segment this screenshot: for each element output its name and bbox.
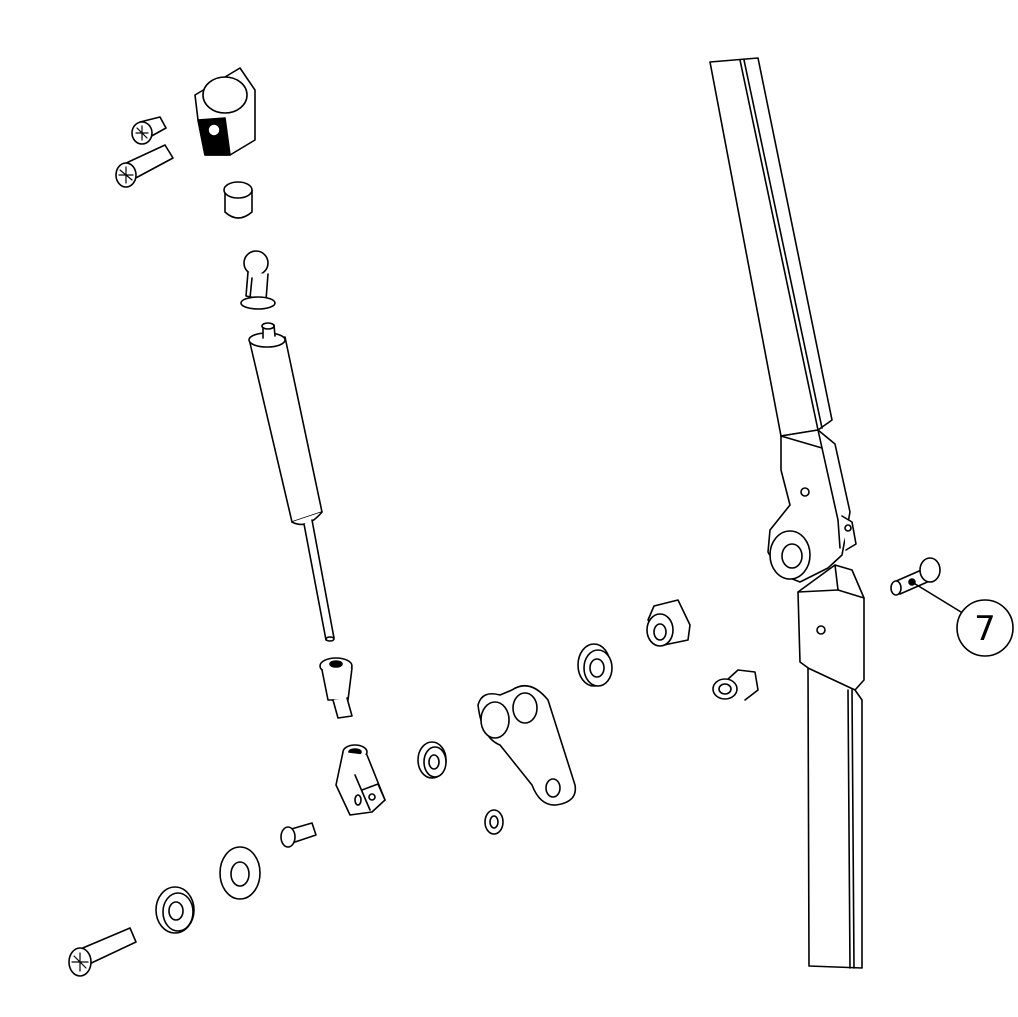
shoulder-bolt	[320, 658, 352, 718]
screw-long	[116, 145, 173, 187]
callout-circle	[957, 600, 1013, 656]
washer-large	[220, 847, 260, 899]
ball-stud	[241, 251, 275, 309]
gas-spring-mount-block	[195, 68, 255, 155]
screw-bottom	[69, 928, 136, 976]
callout-label: 7	[974, 609, 996, 649]
flanged-bushing-mid	[578, 644, 612, 686]
hinge-knuckle-upper	[768, 430, 856, 582]
bushing-top	[224, 182, 252, 218]
small-pin	[281, 823, 316, 847]
callout-7	[912, 582, 1013, 656]
screw-short	[132, 117, 166, 144]
gas-spring-cylinder	[249, 323, 334, 641]
bearing	[418, 742, 446, 778]
bracket-hole	[817, 626, 825, 634]
callout-leader-line	[912, 582, 961, 612]
upper-frame-tube	[710, 58, 832, 436]
bushing-bottom	[156, 887, 194, 933]
clevis-pin	[891, 558, 940, 595]
washer-small	[485, 810, 503, 834]
hex-nut	[713, 670, 758, 700]
rod-end-clevis	[336, 745, 385, 815]
hinge-pin-hole	[801, 488, 809, 496]
link-plate	[478, 686, 575, 805]
lower-frame-tube	[798, 565, 864, 968]
flanged-bushing-upper	[647, 600, 690, 646]
